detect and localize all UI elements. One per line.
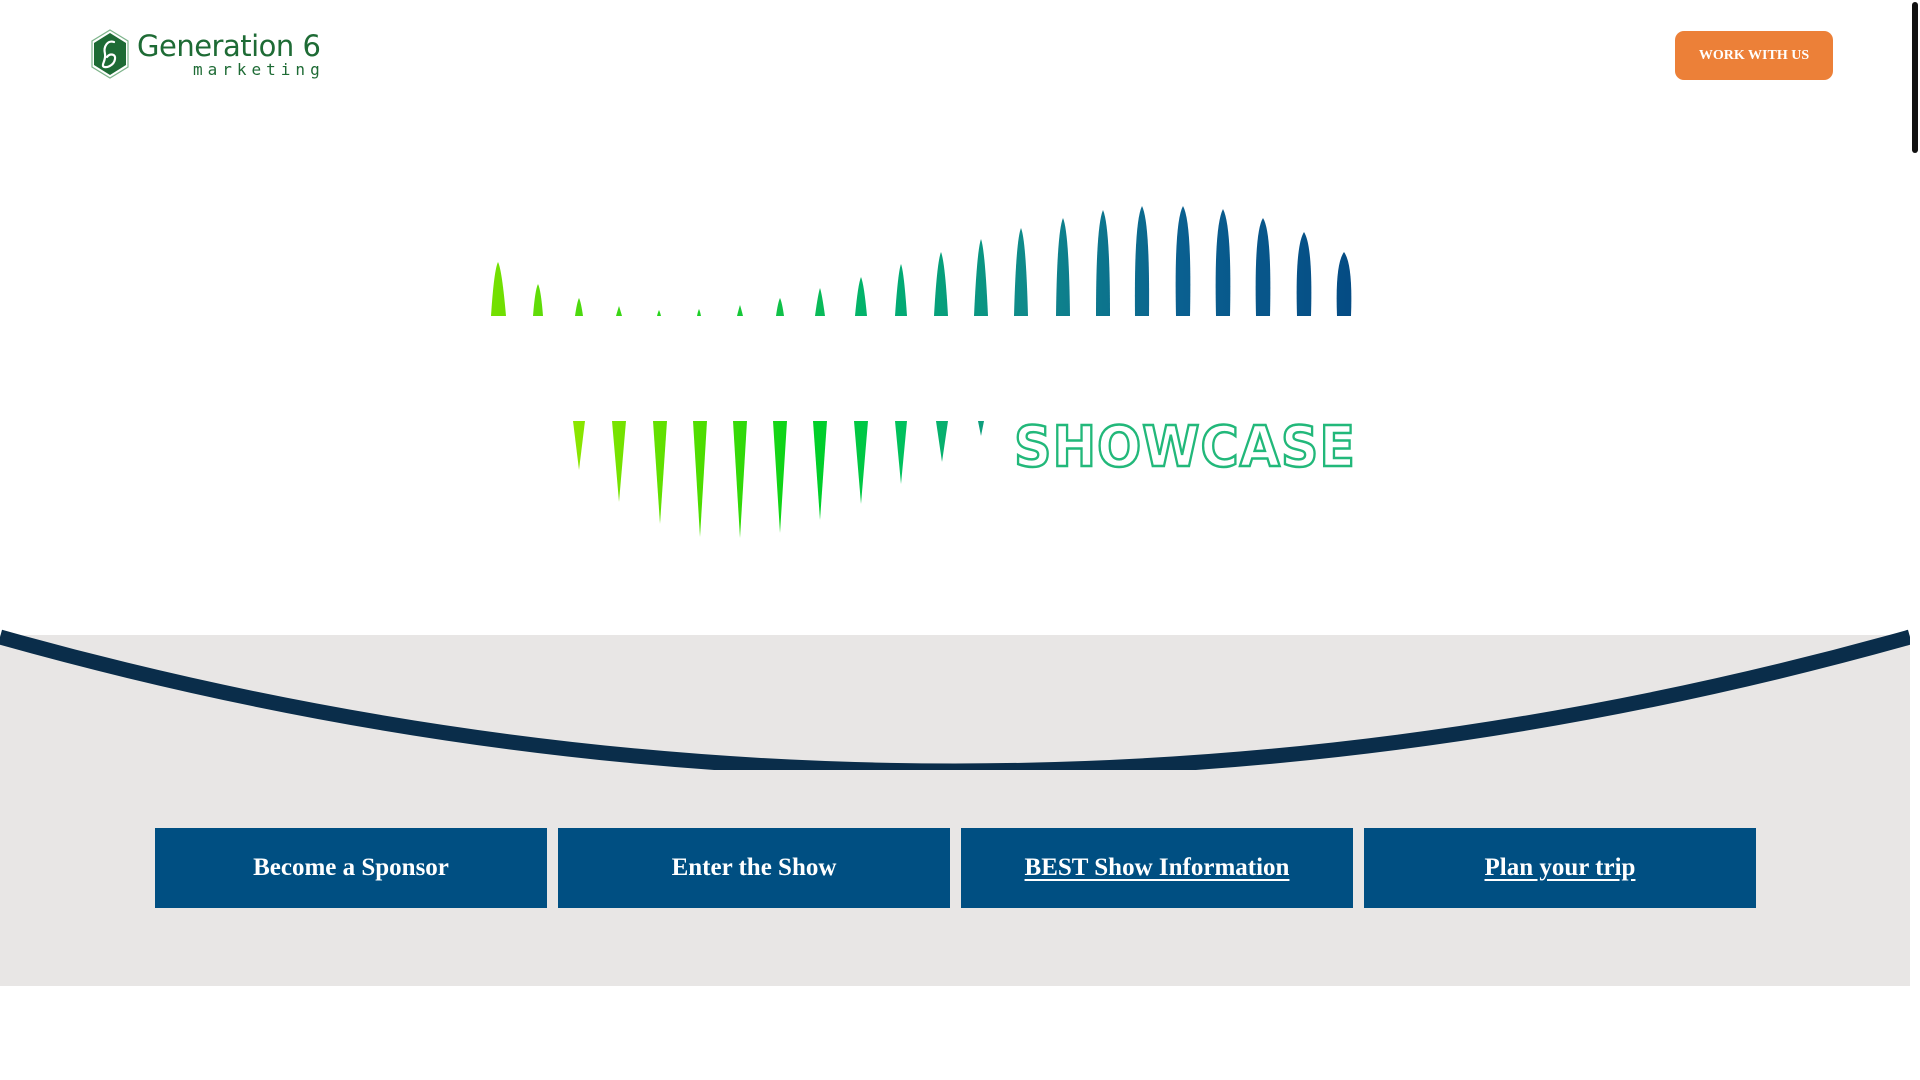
showcase-wordmark: SHOWCASE bbox=[1013, 415, 1356, 480]
top-wave bbox=[491, 206, 1352, 316]
logo-title: Generation 6 bbox=[137, 29, 321, 63]
hexagon-g6-icon bbox=[91, 29, 129, 79]
become-sponsor-label: Become a Sponsor bbox=[253, 854, 449, 881]
best-show-info-label: BEST Show Information bbox=[1024, 854, 1290, 881]
quick-links-section bbox=[0, 635, 1910, 986]
bottom-wave bbox=[573, 421, 984, 538]
plan-trip-label: Plan your trip bbox=[1484, 854, 1636, 881]
plan-trip-button[interactable]: Plan your trip bbox=[1364, 828, 1756, 908]
scrollbar-thumb[interactable] bbox=[1912, 2, 1918, 153]
logo-subtitle: marketing bbox=[193, 60, 325, 79]
decorative-curve bbox=[0, 629, 1910, 770]
logo-link[interactable]: Generation 6 marketing bbox=[90, 28, 321, 82]
page-scrollbar[interactable] bbox=[1910, 0, 1920, 1080]
enter-show-label: Enter the Show bbox=[671, 854, 837, 881]
become-sponsor-button[interactable]: Become a Sponsor bbox=[155, 828, 547, 908]
work-with-us-button[interactable]: WORK WITH US bbox=[1675, 31, 1833, 80]
best-show-info-button[interactable]: BEST Show Information bbox=[961, 828, 1353, 908]
soundwave-graphic bbox=[491, 206, 1352, 538]
enter-show-button[interactable]: Enter the Show bbox=[558, 828, 950, 908]
quick-links: Become a Sponsor Enter the Show BEST Sho… bbox=[155, 828, 1756, 908]
